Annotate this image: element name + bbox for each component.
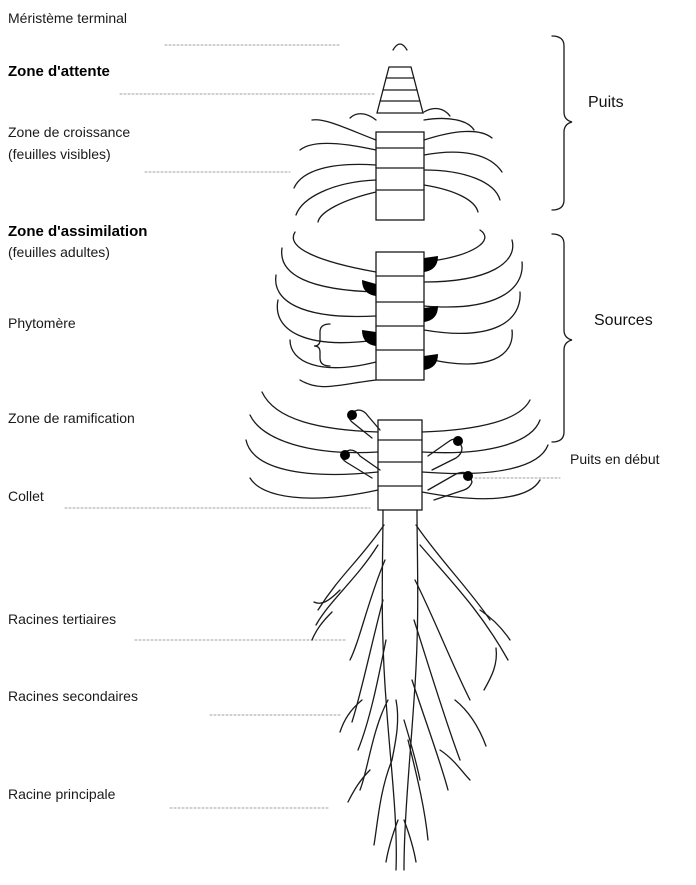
- sources-brace: [552, 234, 572, 442]
- label-growth-zone: Zone de croissance: [8, 124, 130, 140]
- adult-leaves: [276, 230, 523, 387]
- stem-growth: [376, 132, 424, 220]
- phytomer-bracket: [314, 324, 330, 366]
- label-waiting-zone: Zone d'attente: [8, 64, 110, 80]
- label-phytomer: Phytomère: [8, 315, 76, 331]
- stem-assimilation: [376, 252, 424, 380]
- stem-branching: [378, 420, 422, 510]
- root-system: [312, 510, 510, 870]
- group-puits: Puits: [588, 94, 624, 112]
- label-tertiary-roots: Racines tertiaires: [8, 611, 116, 627]
- label-collet: Collet: [8, 488, 44, 504]
- group-puits-debut: Puits en début: [570, 451, 660, 467]
- leader-lines: [65, 45, 560, 808]
- branching-leaves: [246, 392, 548, 499]
- label-branching-zone: Zone de ramification: [8, 410, 135, 426]
- label-secondary-roots: Racines secondaires: [8, 688, 138, 704]
- growth-leaves: [294, 109, 502, 222]
- label-main-root: Racine principale: [8, 786, 115, 802]
- label-meristem: Méristème terminal: [8, 10, 127, 26]
- label-growth-zone-sub: (feuilles visibles): [8, 146, 111, 162]
- puits-brace: [552, 36, 572, 210]
- group-sources: Sources: [594, 312, 653, 330]
- leaf-marks: [362, 256, 438, 370]
- label-assimilation-zone-sub: (feuilles adultes): [8, 244, 110, 260]
- label-assimilation-zone: Zone d'assimilation: [8, 224, 147, 240]
- meristem-dome: [393, 44, 407, 50]
